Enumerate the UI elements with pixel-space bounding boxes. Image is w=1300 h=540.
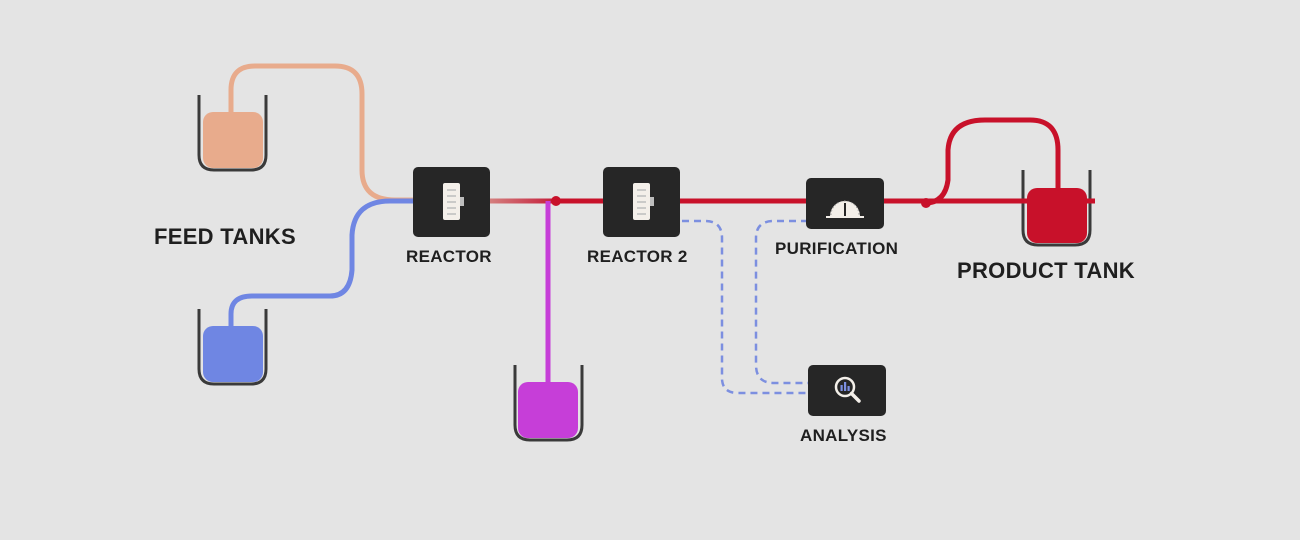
feed-tanks-label: FEED TANKS (154, 224, 296, 249)
purification-device[interactable] (806, 178, 884, 229)
analysis-label: ANALYSIS (800, 426, 887, 445)
pipe-blue-feed (228, 198, 416, 329)
product-tank-label: PRODUCT TANK (957, 258, 1135, 283)
reactor-device[interactable] (413, 167, 490, 237)
magnifier-icon (834, 376, 861, 403)
feed-tank-blue (197, 309, 268, 386)
reactor-label: REACTOR (406, 247, 492, 266)
gauge-icon (826, 200, 864, 218)
analysis-device[interactable] (808, 365, 886, 416)
additive-tank-magenta (513, 365, 584, 442)
purification-label: PURIFICATION (775, 239, 899, 258)
junction-dot (551, 196, 561, 206)
chip-icon (443, 183, 464, 220)
sample-line-to-analysis (682, 219, 808, 395)
sample-line-from-analysis (754, 219, 808, 385)
chip-icon (633, 183, 654, 220)
pipe-orange-feed (228, 63, 416, 203)
reactor2-device[interactable] (603, 167, 680, 237)
feed-tank-orange (197, 95, 268, 172)
reactor2-label: REACTOR 2 (587, 247, 688, 266)
junction-dot (921, 198, 931, 208)
pipe-product-loop (922, 117, 1061, 206)
